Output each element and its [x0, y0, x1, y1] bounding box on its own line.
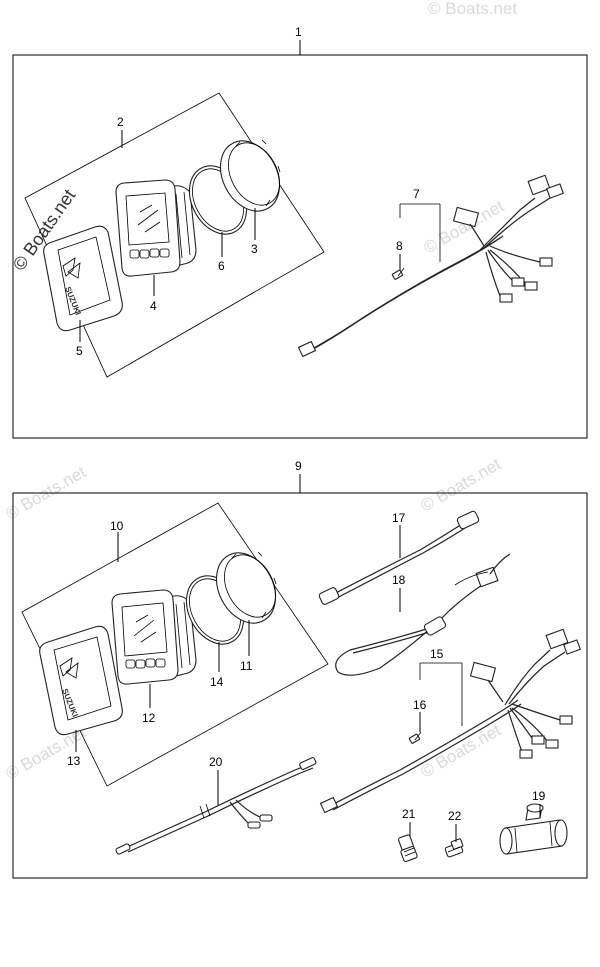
terminator-plug-part	[444, 838, 464, 858]
screen-glare-icon	[133, 614, 157, 643]
callout-11: 11	[240, 659, 253, 673]
callout-8: 8	[396, 239, 403, 253]
wire-harness-part	[319, 628, 581, 814]
callout-20: 20	[209, 755, 223, 769]
extension-wire-part	[115, 757, 317, 855]
callout-3: 3	[251, 242, 258, 256]
wire-harness-part	[297, 174, 564, 358]
watermark-text: © Boats.net	[428, 0, 517, 18]
suzuki-logo-icon	[62, 257, 81, 279]
network-cable-part	[318, 510, 480, 605]
callout-13: 13	[67, 754, 81, 768]
screen-glare-icon	[137, 204, 161, 233]
terminator-plug-part	[397, 834, 418, 863]
callout-15: 15	[430, 647, 444, 661]
callout-17: 17	[392, 511, 406, 525]
power-cable-part	[335, 553, 511, 676]
callout-10: 10	[110, 519, 124, 533]
suzuki-logo-icon	[59, 657, 79, 679]
callout-12: 12	[142, 711, 156, 725]
callout-2: 2	[117, 115, 124, 129]
callout-4: 4	[150, 299, 157, 313]
callout-14: 14	[210, 675, 224, 689]
callout-1: 1	[295, 25, 302, 39]
watermark-text: © Boats.net	[418, 454, 505, 515]
gauge-unit-part	[115, 179, 197, 277]
kit-frame	[12, 492, 588, 879]
callout-16: 16	[413, 698, 427, 712]
callout-18: 18	[392, 573, 406, 587]
screw-part	[408, 731, 422, 744]
callout-19: 19	[532, 789, 546, 803]
callout-7: 7	[413, 187, 420, 201]
kit-frame	[12, 54, 588, 439]
watermark-text: © Boats.net	[418, 720, 505, 781]
callout-21: 21	[402, 807, 416, 821]
gauge-cover-part: SUZUKI	[43, 225, 123, 332]
callout-5: 5	[76, 344, 83, 358]
tee-connector-part	[499, 803, 568, 855]
callout-6: 6	[218, 259, 225, 273]
section-1-kit: 1 2 SUZUKI 5 4	[12, 25, 588, 439]
mounting-nut-part	[219, 139, 281, 212]
callout-9: 9	[295, 459, 302, 473]
screw-part	[391, 267, 405, 280]
gauge-cover-part: SUZUKI	[39, 625, 123, 736]
gauge-unit-part	[111, 589, 197, 685]
section-9-kit: 9 10 SUZUKI 13 12	[12, 459, 588, 879]
callout-22: 22	[448, 809, 462, 823]
mounting-nut-part	[215, 551, 277, 624]
